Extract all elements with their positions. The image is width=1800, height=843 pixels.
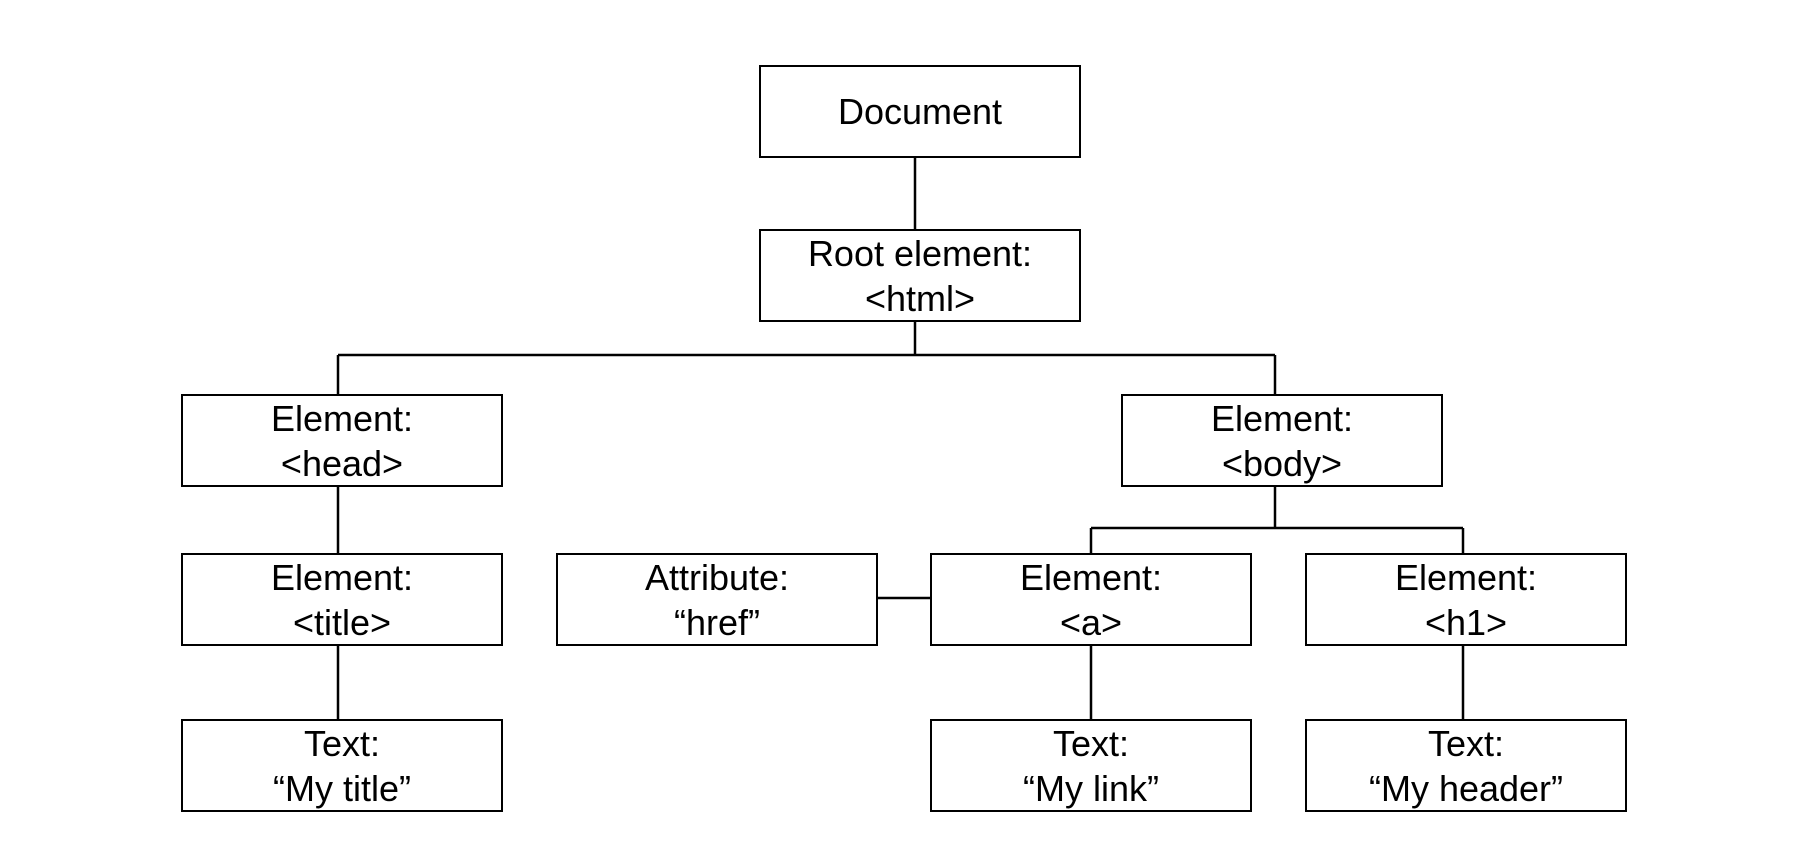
node-value: “My link” xyxy=(1023,767,1159,809)
node-element-a: Element: <a> xyxy=(930,553,1252,646)
node-label: Text: xyxy=(1427,722,1505,764)
node-label: Element: xyxy=(1210,397,1354,439)
node-value: <head> xyxy=(280,442,404,484)
node-text-my-title: Text: “My title” xyxy=(181,719,503,812)
node-value: <html> xyxy=(864,277,976,319)
node-root-element-html: Root element: <html> xyxy=(759,229,1081,322)
node-document: Document xyxy=(759,65,1081,158)
node-value: <body> xyxy=(1221,442,1343,484)
node-value: “href” xyxy=(673,601,760,643)
node-element-title: Element: <title> xyxy=(181,553,503,646)
node-text-my-header: Text: “My header” xyxy=(1305,719,1627,812)
node-attribute-href: Attribute: “href” xyxy=(556,553,878,646)
node-value: “My header” xyxy=(1368,767,1564,809)
node-text-my-link: Text: “My link” xyxy=(930,719,1252,812)
node-label: Element: xyxy=(1019,556,1163,598)
node-label: Element: xyxy=(1394,556,1538,598)
node-label: Attribute: xyxy=(644,556,790,598)
node-label: Element: xyxy=(270,397,414,439)
node-label: Text: xyxy=(303,722,381,764)
node-label: Element: xyxy=(270,556,414,598)
node-value: <h1> xyxy=(1424,601,1508,643)
node-value: <a> xyxy=(1059,601,1123,643)
node-element-h1: Element: <h1> xyxy=(1305,553,1627,646)
node-label: Text: xyxy=(1052,722,1130,764)
node-label: Root element: xyxy=(807,232,1033,274)
node-element-head: Element: <head> xyxy=(181,394,503,487)
node-value: <title> xyxy=(292,601,392,643)
node-label: Document xyxy=(837,91,1003,132)
node-element-body: Element: <body> xyxy=(1121,394,1443,487)
node-value: “My title” xyxy=(273,767,411,809)
